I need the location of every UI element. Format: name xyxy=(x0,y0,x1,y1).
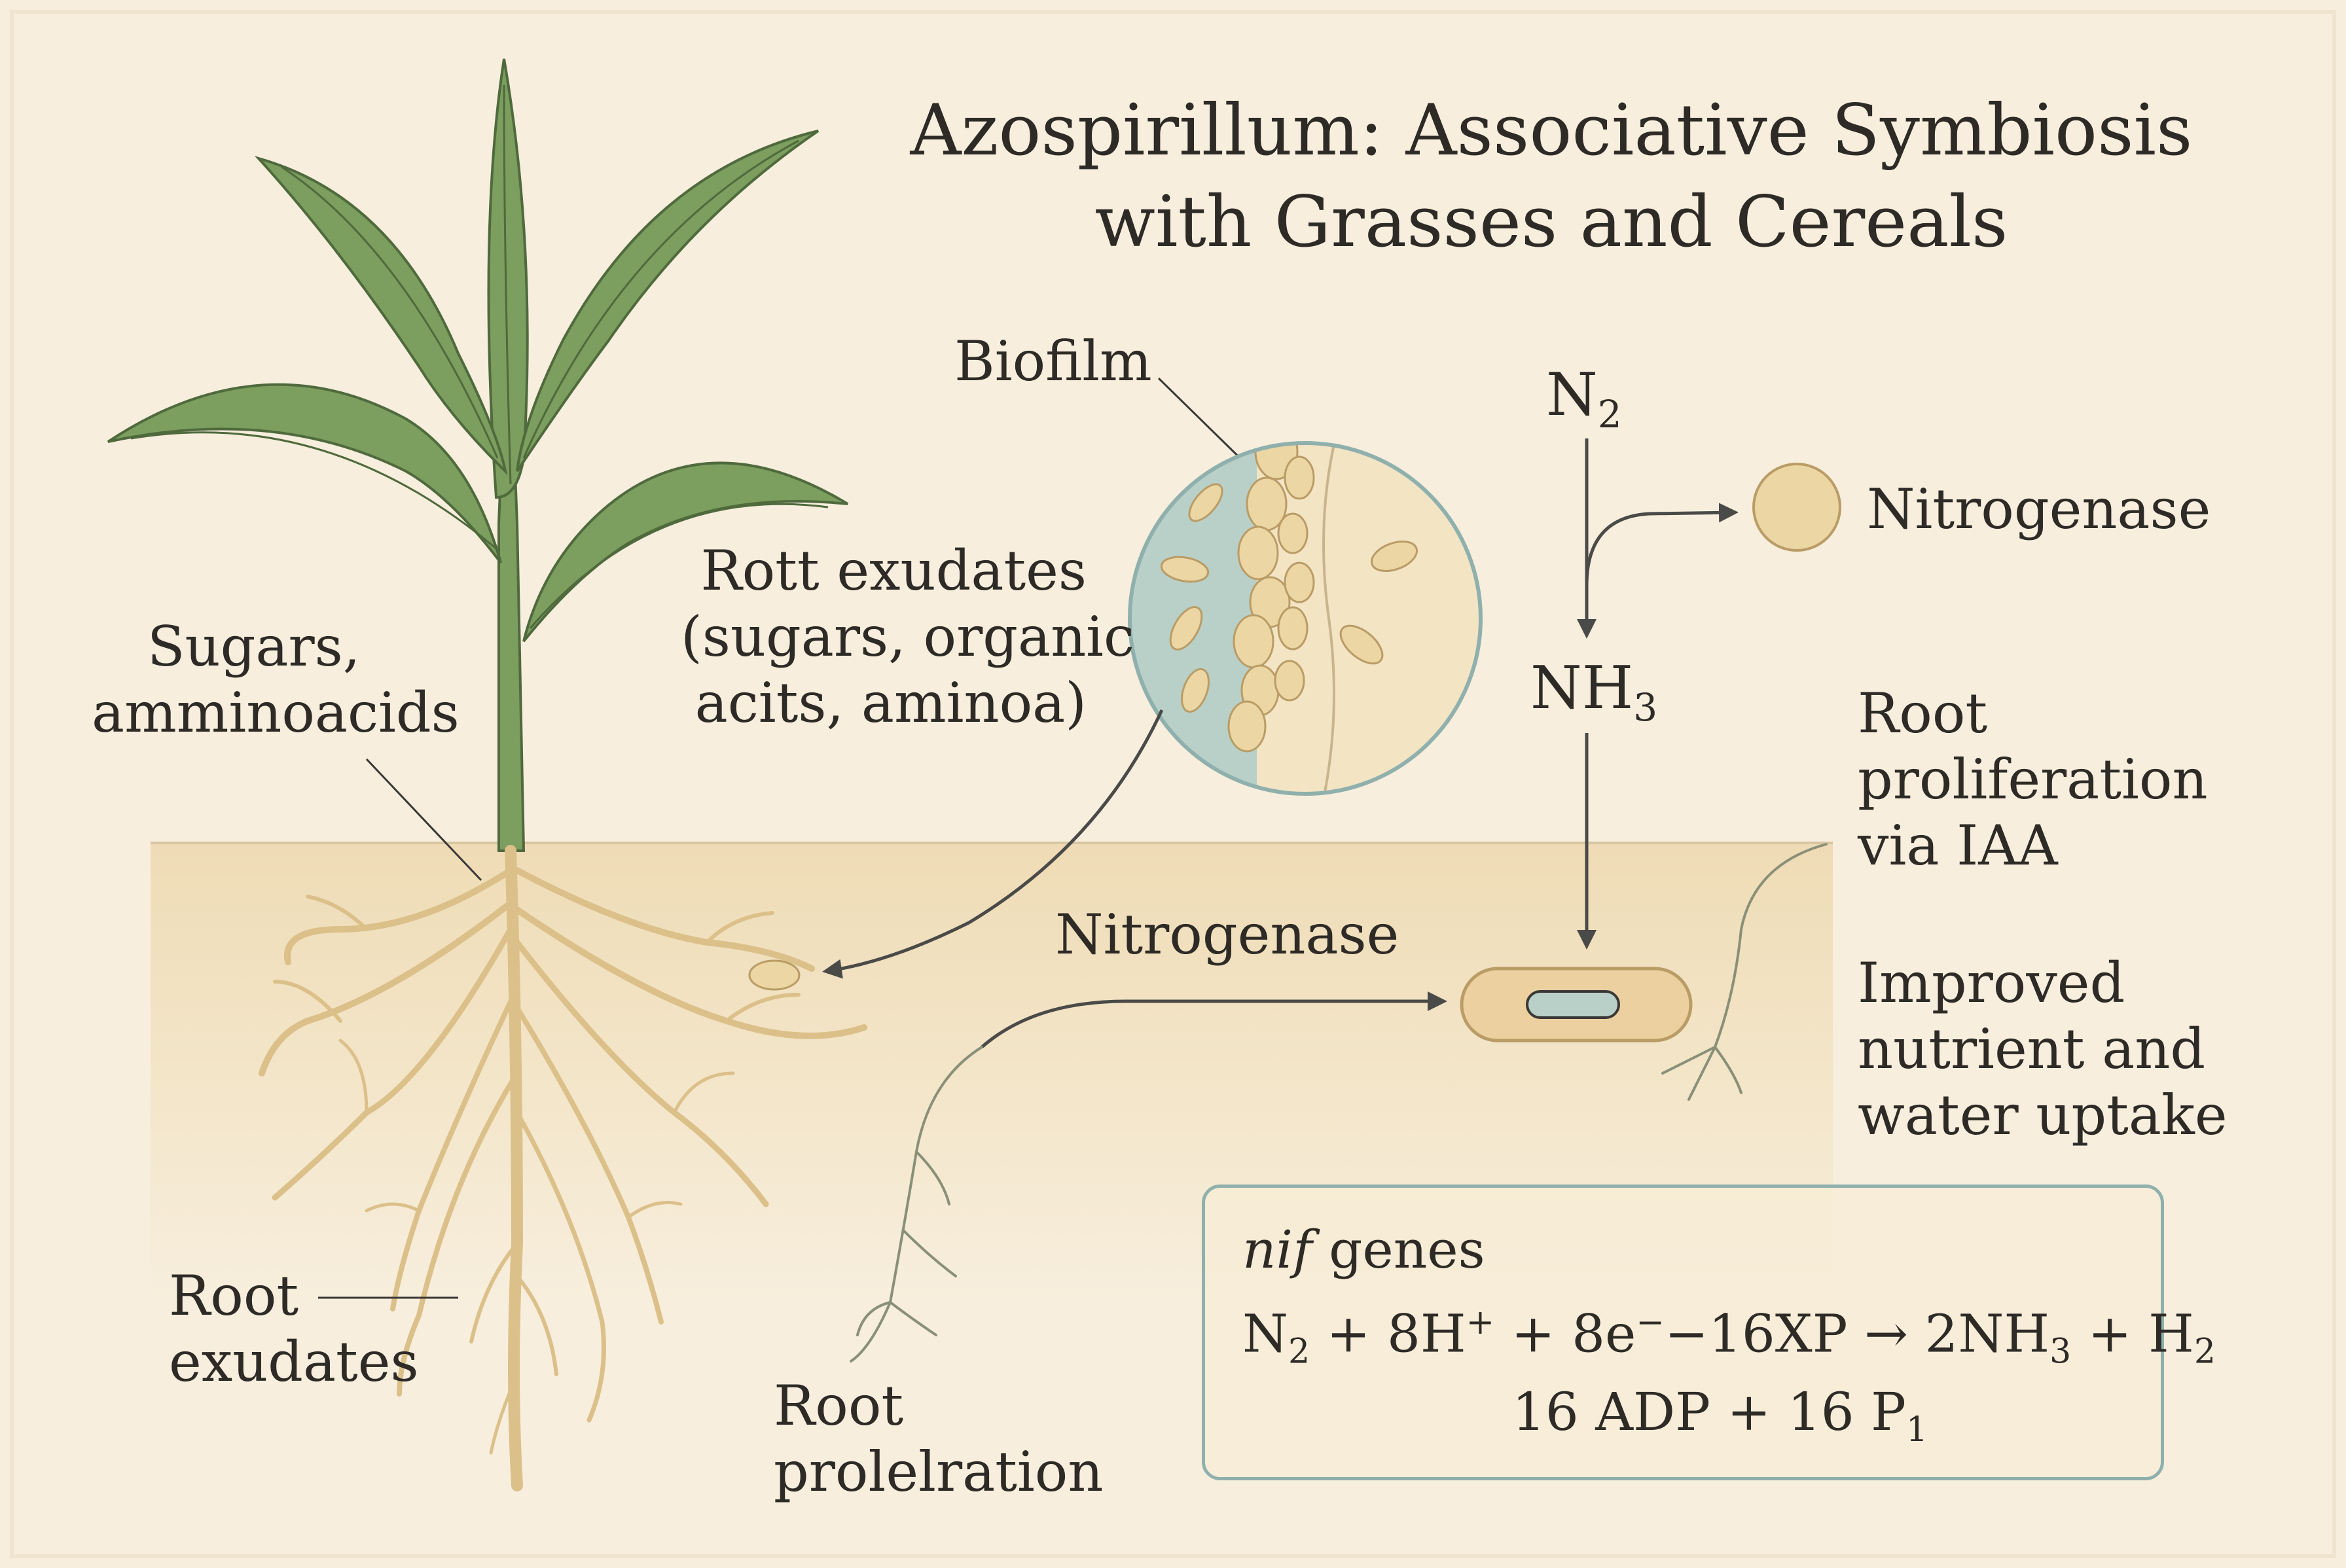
label-root-proliferation-iaa: Root proliferation via IAA xyxy=(1858,681,2208,878)
diagram-title: Azospirillum: Associative Symbiosis with… xyxy=(805,85,2298,269)
thin-root-left xyxy=(850,1046,983,1363)
equation-byproducts: 16 ADP + 16 P1 xyxy=(1512,1381,1928,1450)
label-rott-exudates: Rott exudates (sugars, organic acits, am… xyxy=(681,539,1135,735)
label-nitrogenase-flow: Nitrogenase xyxy=(1055,902,1399,967)
nitrogenase-flow-arrow xyxy=(981,991,1447,1048)
label-root-exudates: Root exudates xyxy=(169,1264,419,1394)
leaf-center xyxy=(487,58,529,499)
leaf-veins xyxy=(130,84,829,629)
nitrogenase-branch-arrow xyxy=(1585,503,1739,586)
sugars-pointer-line xyxy=(365,758,482,882)
label-root-prolelration: Root prolelration xyxy=(774,1374,1104,1504)
thin-roots xyxy=(850,843,1828,1363)
biofilm-to-bacterium-arrow xyxy=(822,709,1164,979)
azospirillum-bacterium xyxy=(1460,967,1693,1042)
nitrogenase-enzyme xyxy=(1752,463,1841,552)
nif-genes-box xyxy=(1202,1185,2164,1480)
label-biofilm: Biofilm xyxy=(954,329,1152,393)
nif-genes-heading: nif genes xyxy=(1242,1219,1485,1280)
title-line-2: with Grasses and Cereals xyxy=(1094,181,2008,264)
plant-shoot xyxy=(107,58,849,852)
biofilm-circle xyxy=(1128,441,1483,796)
label-n2: N2 xyxy=(1546,361,1622,437)
label-nh3: NH3 xyxy=(1530,654,1658,730)
leaf-upper-left xyxy=(254,156,508,475)
nitrogen-fixation-equation: N2 + 8H+ + 8e−−16XP → 2NH3 + H2 xyxy=(1242,1303,2216,1372)
bacteria-cells xyxy=(1160,443,1418,753)
thin-root-right xyxy=(1687,843,1828,1101)
plant-roots xyxy=(259,845,867,1491)
label-improved-uptake: Improved nutrient and water uptake xyxy=(1858,951,2228,1147)
label-sugars-amminoacids: Sugars, amminoacids xyxy=(92,615,460,745)
leaf-upper-right xyxy=(516,130,820,472)
leaf-lower-left xyxy=(107,383,502,564)
label-nitrogenase-enzyme: Nitrogenase xyxy=(1867,477,2211,541)
small-bacterium xyxy=(748,959,801,991)
leaf-lower-right xyxy=(522,461,849,643)
title-line-1: Azospirillum: Associative Symbiosis xyxy=(910,90,2193,171)
